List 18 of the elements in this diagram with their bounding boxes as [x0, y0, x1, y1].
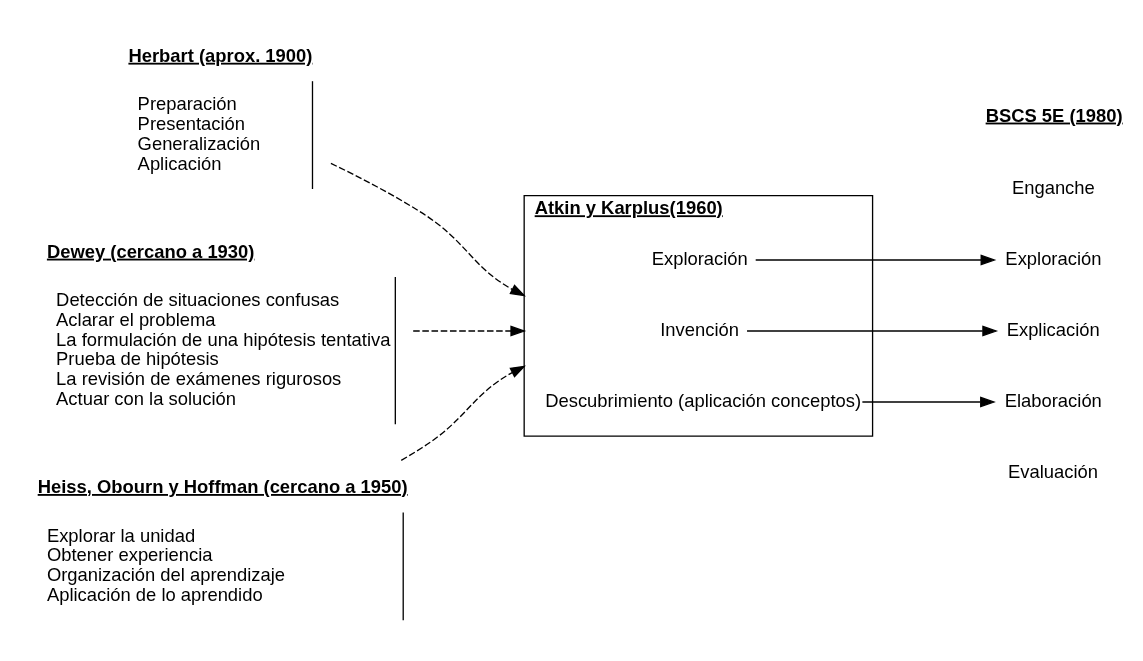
node-text: Exploración [651, 247, 748, 269]
node-text: Exploración [1005, 247, 1102, 269]
arrow [412, 324, 527, 337]
node-text: Herbart (aprox. 1900) Preparación Presentación Generalización Aplicación [128, 44, 313, 174]
arrow [330, 162, 526, 296]
node-text: Heiss, Obourn y Hoffman (cercano a 1950) Explorar la unidad Obtener experiencia Organización del aprendizaje Aplicación de lo aprendido [37, 475, 408, 605]
node-text: Enganche [1011, 176, 1095, 198]
arrow [755, 253, 997, 266]
node-text: Explicación [1006, 318, 1100, 340]
node-text: Invención [660, 318, 739, 340]
arrow [861, 395, 996, 408]
node-text: Descubrimiento (aplicación conceptos) [545, 389, 862, 411]
arrow [746, 324, 999, 337]
arrow [400, 365, 526, 461]
node-text: Elaboración [1004, 389, 1102, 411]
node-text: Evaluación [1008, 460, 1098, 482]
node-text: Dewey (cercano a 1930) Detección de situaciones confusas Aclarar el problema La formulación de una hipótesis tentativa Prueba de hipótesis La revisión de exámenes rigurosos Actuar con la solución [46, 240, 391, 409]
label: BSCS 5E (1980) [985, 104, 1123, 126]
